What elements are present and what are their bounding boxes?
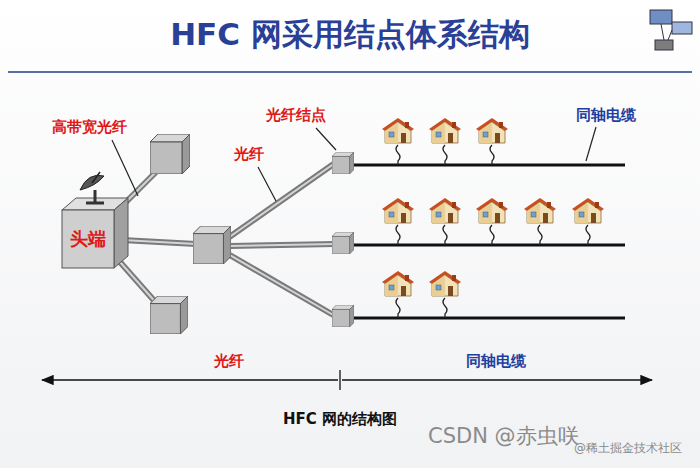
drop-cable bbox=[490, 145, 494, 165]
house bbox=[382, 118, 414, 143]
drop-cable bbox=[396, 298, 400, 318]
optical-fiber bbox=[120, 163, 335, 316]
callout-label: 高带宽光纤 bbox=[52, 118, 127, 136]
dimension-line bbox=[42, 370, 652, 390]
fiber-hub bbox=[150, 296, 188, 334]
head-end-node: 头端 bbox=[62, 210, 114, 268]
drop-cable bbox=[443, 298, 447, 318]
coax-cable bbox=[352, 165, 625, 318]
drop-cable bbox=[443, 145, 447, 165]
house bbox=[382, 271, 414, 296]
caption: HFC 网的结构图 bbox=[283, 410, 397, 428]
satellite-dish bbox=[80, 172, 104, 203]
dimension-label: 光纤 bbox=[214, 352, 244, 370]
drop-cable bbox=[586, 225, 590, 245]
leader-line bbox=[112, 127, 596, 201]
house bbox=[524, 198, 556, 223]
callout-label: 光纤结点 bbox=[266, 106, 326, 124]
head-end-box bbox=[62, 198, 128, 268]
drop-cable bbox=[396, 145, 400, 165]
fiber-hub bbox=[150, 134, 190, 174]
house bbox=[382, 198, 414, 223]
drop-cable bbox=[443, 225, 447, 245]
fiber-node bbox=[332, 305, 354, 327]
fiber-hub bbox=[193, 226, 231, 264]
drop-cable bbox=[490, 225, 494, 245]
node-text: 头端 bbox=[70, 228, 106, 250]
house bbox=[429, 271, 461, 296]
house bbox=[429, 198, 461, 223]
dimension-label: 同轴电缆 bbox=[466, 352, 526, 370]
callout-label: 光纤 bbox=[234, 145, 264, 163]
watermark: @稀土掘金技术社区 bbox=[574, 441, 682, 455]
house bbox=[572, 198, 604, 223]
callout-label: 同轴电缆 bbox=[576, 106, 636, 124]
house-group bbox=[382, 118, 604, 318]
drop-cable bbox=[538, 225, 542, 245]
network-icon bbox=[650, 10, 692, 50]
fiber-node bbox=[332, 232, 354, 254]
fiber-node bbox=[332, 152, 354, 174]
house bbox=[429, 118, 461, 143]
title: HFC 网采用结点体系结构 bbox=[170, 16, 530, 53]
drop-cable bbox=[396, 225, 400, 245]
house bbox=[476, 198, 508, 223]
house bbox=[476, 118, 508, 143]
watermark: CSDN @赤虫咲 bbox=[428, 424, 579, 449]
